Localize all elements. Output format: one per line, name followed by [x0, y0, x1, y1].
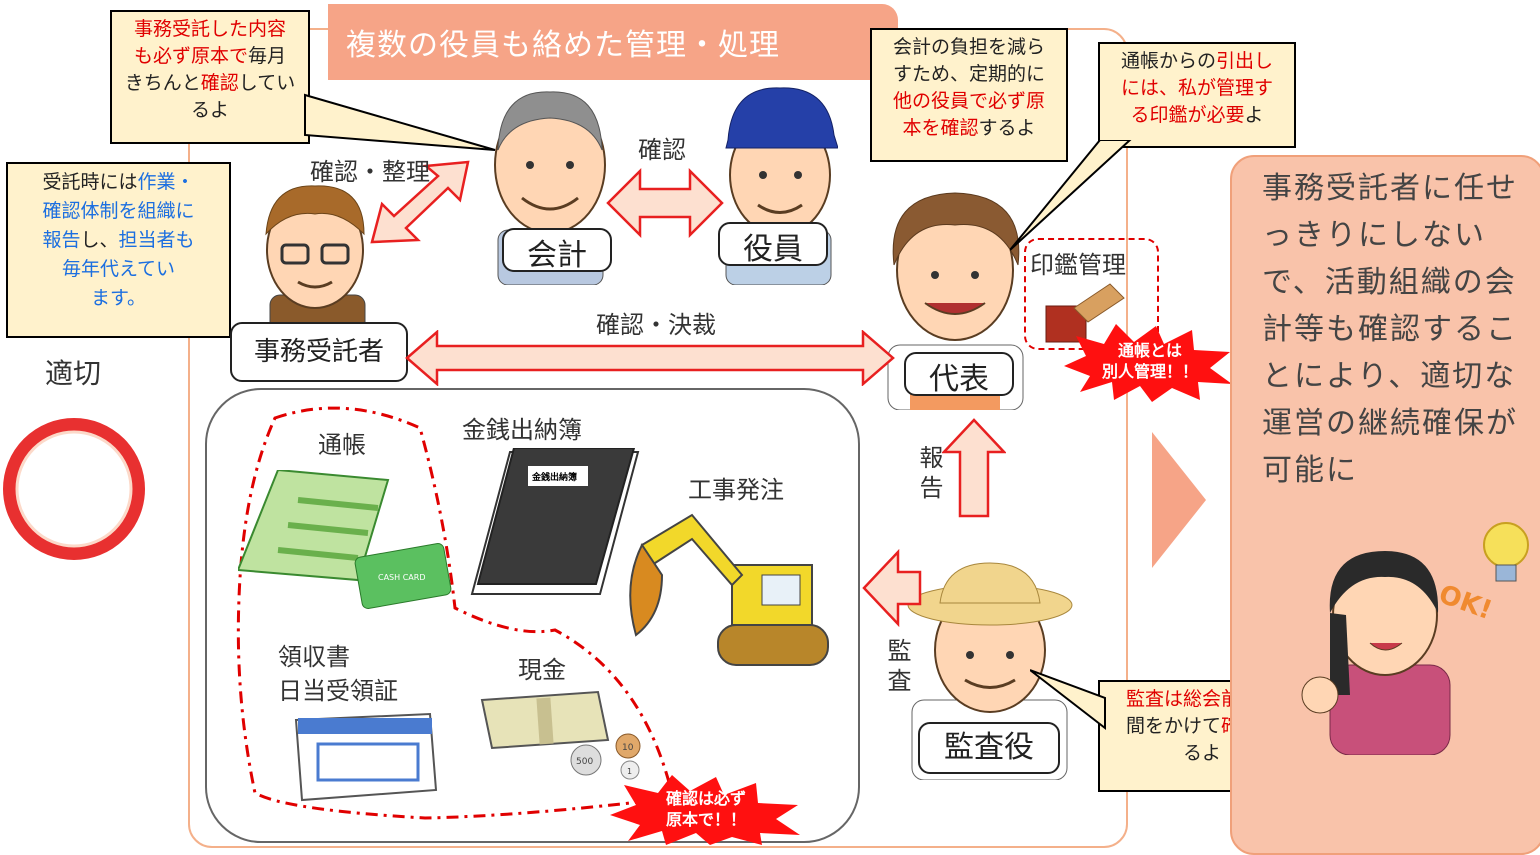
role-accountant: 会計 [502, 228, 612, 273]
records-frame [205, 388, 860, 843]
callout-office-check: 事務受託した内容 も必ず原本で毎月 きちんと確認してい るよ [110, 10, 310, 144]
item-cash: 現金 [518, 656, 566, 684]
arrow-audit-left [862, 548, 922, 628]
seal-label: 印鑑管理 [1030, 251, 1126, 279]
role-representative: 代表 [904, 352, 1014, 397]
coin-10-label: 10 [622, 743, 634, 753]
cashbook-icon: 金銭出納簿 [470, 448, 640, 595]
circle-mark-icon [3, 418, 145, 560]
cashbook-cover-label: 金銭出納簿 [531, 471, 577, 483]
role-auditor: 監査役 [918, 722, 1060, 774]
callout-audit-tail [1030, 669, 1106, 731]
excavator-icon [629, 513, 829, 666]
role-officer: 役員 [718, 222, 828, 267]
arrow-accountant-agent [370, 160, 470, 244]
ok-label: OK! [1435, 579, 1496, 626]
diagram-title: 複数の役員も絡めた管理・処理 [346, 28, 780, 63]
label-report: 報告 [915, 445, 943, 505]
title-band: 複数の役員も絡めた管理・処理 [328, 4, 898, 80]
item-passbook: 通帳 [318, 431, 366, 459]
original-check-burst [610, 775, 800, 845]
arrow-report-up [942, 418, 1006, 518]
appropriate-label: 適切 [45, 357, 102, 390]
coin-500-label: 500 [576, 757, 593, 767]
original-check-text: 確認は必ず原本で！！ [665, 789, 746, 829]
label-check-approve: 確認・決裁 [596, 311, 716, 339]
callout-commission: 受託時には作業・ 確認体制を組織に 報告し、担当者も 毎年代えてい ます。 [6, 162, 231, 338]
coin-1-label: 1 [627, 767, 632, 776]
item-cashbook: 金銭出納簿 [462, 416, 582, 444]
separate-management-burst [1064, 324, 1232, 402]
cash-icon: 500 10 1 [480, 690, 641, 780]
ok-woman-illustration: OK! [1301, 522, 1529, 755]
role-office-agent: 事務受託者 [230, 322, 408, 382]
item-receipts: 領収書日当受領証 [278, 643, 398, 705]
callout-withdraw-tail [1010, 140, 1132, 251]
cash-card-label: CASH CARD [378, 573, 425, 582]
separate-management-text: 通帳とは別人管理！！ [1101, 341, 1198, 381]
item-construction: 工事発注 [688, 476, 784, 504]
passbook-icon: CASH CARD [238, 470, 452, 609]
callout-withdraw: 通帳からの引出し には、私が管理す る印鑑が必要よ [1098, 42, 1296, 148]
callout-treasurer-burden: 会計の負担を減ら すため、定期的に 他の役員で必ず原 本を確認するよ [870, 28, 1068, 162]
result-arrow-icon [1152, 432, 1206, 568]
result-text: 事務受託者に任せっきりにしないで、活動組織の会計等も確認することにより、適切な運… [1262, 171, 1518, 488]
arrow-agent-representative [405, 330, 895, 386]
label-check-organize: 確認・整理 [310, 158, 430, 186]
label-audit: 監査 [883, 638, 911, 698]
callout-office-tail [304, 93, 496, 151]
seal-stamp-icon [1045, 283, 1125, 343]
arrow-accountant-officer [606, 167, 724, 239]
label-check: 確認 [638, 136, 686, 164]
receipts-icon [294, 712, 438, 802]
